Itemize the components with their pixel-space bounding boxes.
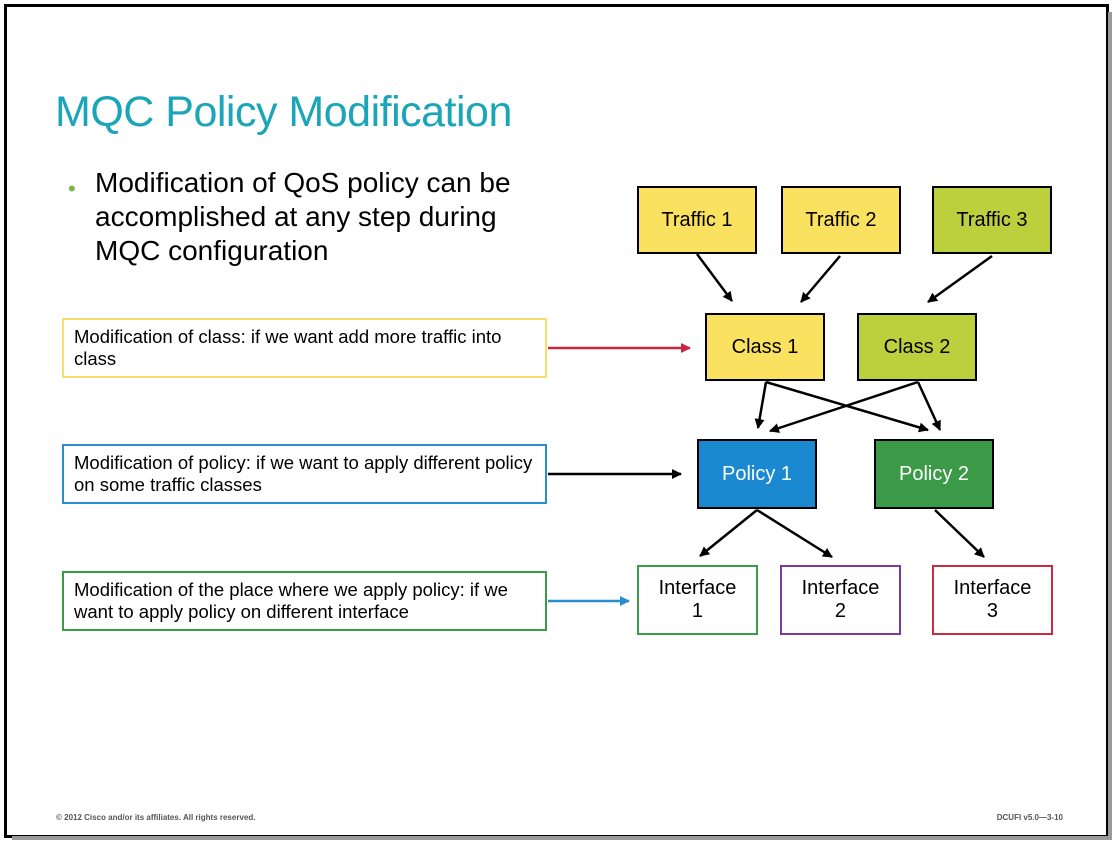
callout-class-modification: Modification of class: if we want add mo… (62, 318, 547, 378)
frame-shadow-bottom (12, 836, 1112, 840)
arrow-class1-policy1 (754, 381, 768, 429)
arrow-policy2-interface3 (934, 509, 985, 558)
arrow-class2-policy2 (916, 381, 942, 431)
frame-shadow-right (1108, 12, 1112, 840)
traffic-1-box: Traffic 1 (637, 186, 757, 254)
arrow-policy1-interface2 (756, 508, 833, 559)
callout-interface-modification: Modification of the place where we apply… (62, 571, 547, 631)
arrow-class2-policy1 (769, 380, 919, 433)
arrow-traffic1-class1 (695, 253, 734, 302)
arrow-policy1-interface1 (699, 509, 758, 557)
callout-policy-modification: Modification of policy: if we want to ap… (62, 444, 547, 504)
traffic-2-box: Traffic 2 (781, 186, 901, 254)
copyright-footer: © 2012 Cisco and/or its affiliates. All … (56, 813, 256, 822)
class-2-box: Class 2 (857, 313, 977, 381)
interface-2-box: Interface 2 (780, 565, 901, 635)
bullet-dot-icon: • (68, 176, 76, 201)
policy-1-box: Policy 1 (697, 439, 817, 509)
slide-frame (4, 4, 1109, 838)
bullet-text: Modification of QoS policy can be accomp… (95, 167, 511, 266)
slide-number-footer: DCUFI v5.0—3-10 (996, 813, 1063, 822)
slide-title: MQC Policy Modification (55, 88, 512, 136)
arrow-traffic2-class1 (800, 255, 841, 303)
policy-2-box: Policy 2 (874, 439, 994, 509)
traffic-3-box: Traffic 3 (932, 186, 1052, 254)
class-1-box: Class 1 (705, 313, 825, 381)
interface-1-box: Interface 1 (637, 565, 758, 635)
interface-3-box: Interface 3 (932, 565, 1053, 635)
arrow-traffic3-class2 (927, 254, 993, 304)
